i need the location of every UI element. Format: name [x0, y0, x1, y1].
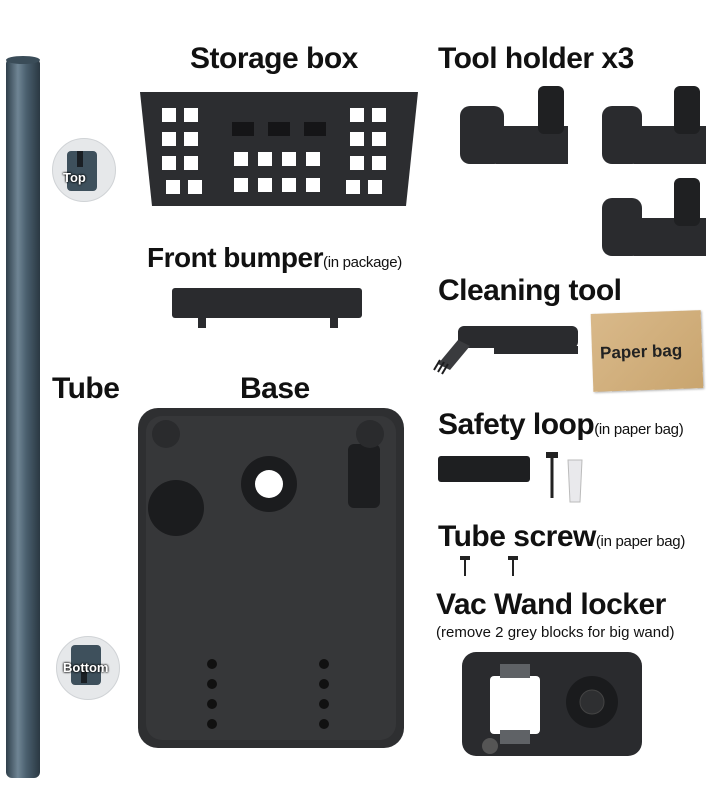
- paper-bag-illustration: Paper bag: [590, 310, 704, 392]
- tube-screw-note: (in paper bag): [595, 533, 686, 550]
- tube-screw-illustration: [460, 556, 518, 576]
- storage-box-label: Storage box: [190, 42, 358, 75]
- front-bumper-note: (in package): [323, 254, 402, 271]
- bottom-label: Bottom: [63, 660, 109, 675]
- front-bumper-illustration: [172, 288, 362, 328]
- tool-holder-label: Tool holder x3: [438, 42, 634, 75]
- storage-box-illustration: [140, 92, 418, 206]
- tube-screw-label: Tube screw(in paper bag): [438, 520, 685, 554]
- vac-wand-locker-note: (remove 2 grey blocks for big wand): [436, 624, 675, 641]
- front-bumper-label: Front bumper(in package): [147, 242, 402, 274]
- safety-loop-title: Safety loop: [438, 408, 595, 441]
- cleaning-tool-label: Cleaning tool: [438, 274, 622, 307]
- safety-loop-note: (in paper bag): [594, 421, 684, 438]
- tool-holder-illustration-1: [460, 86, 568, 164]
- vac-wand-locker-illustration: [462, 652, 642, 756]
- tube-bottom-detail-icon: [56, 636, 120, 700]
- paper-bag-label: Paper bag: [599, 340, 683, 363]
- base-label: Base: [240, 372, 310, 405]
- front-bumper-title: Front bumper: [147, 242, 324, 273]
- tube-top-detail-icon: [52, 138, 116, 202]
- tube-label: Tube: [52, 372, 120, 405]
- top-label: Top: [63, 170, 86, 185]
- tool-holder-illustration-2: [602, 86, 706, 164]
- tube-screw-title: Tube screw: [438, 520, 596, 553]
- base-illustration: [138, 408, 404, 748]
- vac-wand-locker-label: Vac Wand locker: [436, 588, 666, 621]
- cleaning-tool-illustration: [433, 326, 578, 375]
- safety-loop-label: Safety loop(in paper bag): [438, 408, 684, 442]
- tool-holder-illustration-3: [602, 178, 706, 256]
- safety-loop-illustration: [438, 452, 583, 503]
- tube-illustration: [6, 56, 40, 778]
